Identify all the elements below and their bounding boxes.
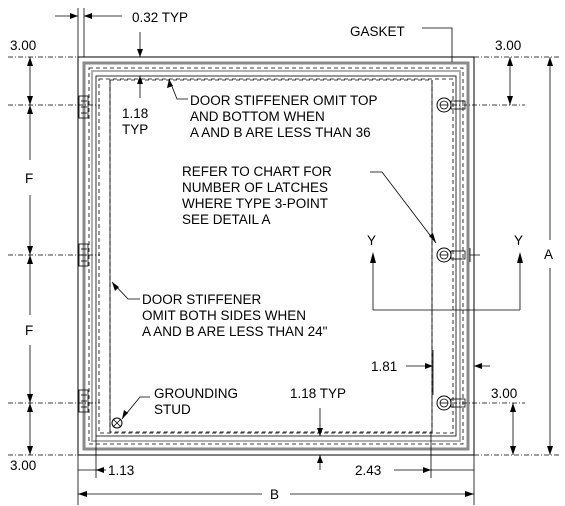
dim-243-label: 2.43 <box>355 463 381 478</box>
typ-032-label: 0.32 TYP <box>132 10 188 25</box>
stiffener-top-note-line3: A AND B ARE LESS THAN 36 <box>190 125 371 140</box>
annotation-text: 0.32 TYP GASKET 3.00 3.00 1.18 TYP DOOR … <box>10 10 553 502</box>
dim-118-typ-line1: 1.18 <box>122 106 148 121</box>
latch-bottom <box>436 395 466 411</box>
grounding-stud-line2: STUD <box>154 402 191 417</box>
gasket-label: GASKET <box>350 24 405 39</box>
dimension-243 <box>394 467 474 473</box>
grounding-stud-icon <box>111 417 123 429</box>
dim-118-typ-bottom-label: 1.18 TYP <box>290 386 346 401</box>
stiffener-side-note-line2: OMIT BOTH SIDES WHEN <box>142 308 306 323</box>
dimension-f-upper <box>27 105 33 255</box>
dim-f-upper-label: F <box>25 171 33 186</box>
grounding-stud-line1: GROUNDING <box>154 386 238 401</box>
dimension-f-lower <box>27 255 33 403</box>
chart-note-line2: NUMBER OF LATCHES <box>182 180 328 195</box>
dimension-118-bottom <box>317 408 323 470</box>
dim-300-bottom-right-label: 3.00 <box>491 386 517 401</box>
dim-f-lower-label: F <box>25 323 33 338</box>
dim-300-bottom-left-label: 3.00 <box>10 458 36 473</box>
dim-300-top-right-label: 3.00 <box>495 38 521 53</box>
hinge-top <box>78 95 89 119</box>
chart-note-line4: SEE DETAIL A <box>182 212 271 227</box>
dimension-181 <box>406 363 490 369</box>
dimension-118-top <box>137 32 143 98</box>
dimension-113 <box>78 467 106 473</box>
section-y-line <box>370 252 523 311</box>
extension-lines <box>8 8 560 505</box>
stiffener-top-note-line1: DOOR STIFFENER OMIT TOP <box>190 93 378 108</box>
dim-181-label: 1.81 <box>371 359 397 374</box>
stiffener-top-note-line2: AND BOTTOM WHEN <box>190 109 325 124</box>
section-y-left-label: Y <box>367 233 376 248</box>
dimension-300-bottom-right <box>510 403 516 455</box>
dim-113-label: 1.13 <box>108 463 134 478</box>
stiffener-side-note-line1: DOOR STIFFENER <box>142 292 262 307</box>
dimension-b <box>78 491 474 497</box>
dimension-032 <box>55 13 122 19</box>
section-y-right-label: Y <box>514 233 523 248</box>
dim-118-typ-line2: TYP <box>122 122 148 137</box>
leader-lines <box>111 27 453 420</box>
latch-middle <box>436 247 480 263</box>
dim-a-label: A <box>544 247 553 262</box>
chart-note-line3: WHERE TYPE 3-POINT <box>182 196 328 211</box>
hinge-bottom <box>78 389 89 413</box>
door-stiffener-outline <box>109 79 433 433</box>
dimension-300-top-left <box>27 57 33 105</box>
stiffener-side-note-line3: A AND B ARE LESS THAN 24" <box>142 324 328 339</box>
dim-300-top-left-label: 3.00 <box>10 38 36 53</box>
chart-note-line1: REFER TO CHART FOR <box>182 164 332 179</box>
dimension-a <box>547 57 553 455</box>
door-body <box>77 56 475 456</box>
dim-b-label: B <box>270 487 279 502</box>
dimension-300-bottom-left <box>27 403 33 455</box>
dimension-300-top-right <box>507 57 513 105</box>
